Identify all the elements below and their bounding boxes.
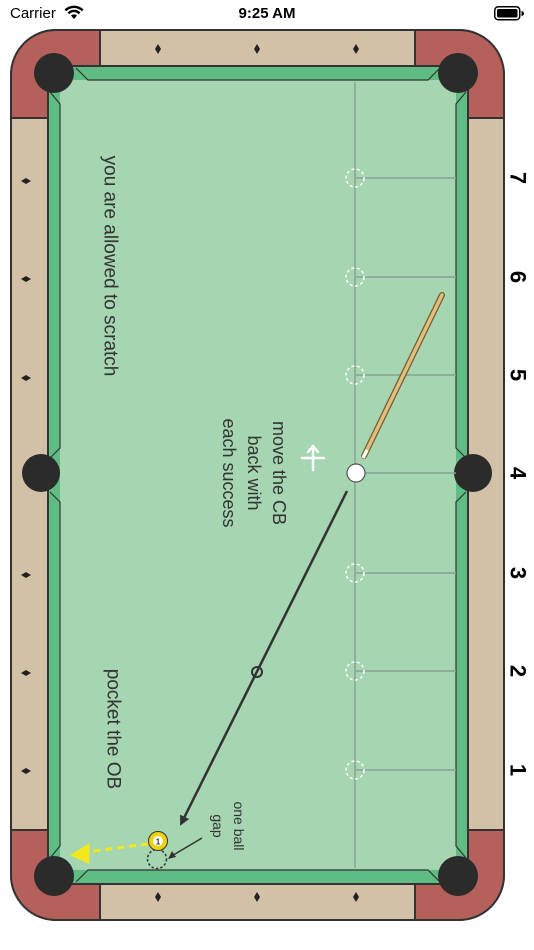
corner-cap-top-left	[10, 29, 101, 119]
object-ball-path-arrowhead	[70, 843, 90, 864]
scratch-note: you are allowed to scratch	[100, 156, 121, 377]
corner-cap-top-right	[414, 29, 505, 119]
move-back-arrow	[300, 444, 326, 472]
rail-number-5: 5	[506, 369, 531, 381]
rail-diamonds	[21, 44, 359, 902]
diamond-guide-lines	[355, 177, 456, 771]
battery-icon	[494, 6, 524, 26]
cue-ball-positions	[345, 168, 365, 780]
pocket-top-right	[438, 53, 478, 93]
cushion-edges	[49, 67, 467, 883]
object-ball-number-spot	[153, 836, 163, 846]
gap-pointer-line	[169, 837, 203, 858]
cue-stick	[361, 292, 445, 459]
ghost-ball	[146, 848, 168, 870]
rail-number-7: 7	[506, 172, 531, 184]
move-cb-line-2: back with	[244, 435, 264, 510]
rail-numbers: 7 6 5 4 3 2 1	[506, 172, 531, 776]
aim-line-arrow	[179, 490, 349, 826]
gap-pointer-arrowhead	[168, 851, 176, 859]
corner-cap-bottom-left	[10, 829, 101, 921]
object-ball-number: 1	[156, 838, 161, 847]
cue-ball[interactable]	[346, 463, 366, 483]
carrier-label: Carrier	[10, 5, 56, 22]
clock-label: 9:25 AM	[238, 5, 296, 22]
pockets	[22, 53, 492, 896]
rail-number-4: 4	[506, 467, 531, 480]
corner-cap-bottom-right	[414, 829, 505, 921]
status-bar: Carrier 9:25 AM	[0, 0, 534, 28]
aim-line-marker	[251, 666, 263, 678]
pocket-bottom-left	[34, 856, 74, 896]
rail-number-6: 6	[506, 271, 531, 283]
rail-number-2: 2	[506, 665, 531, 677]
move-cb-line-3: each success	[219, 418, 239, 527]
pocket-note: pocket the OB	[103, 669, 124, 789]
object-ball-path	[85, 842, 149, 854]
rail-number-1: 1	[506, 764, 531, 776]
move-cb-line-1: move the CB	[269, 421, 289, 525]
pocket-side-left	[22, 454, 60, 492]
rail-number-3: 3	[506, 567, 531, 579]
pocket-top-left	[34, 53, 74, 93]
pocket-bottom-right	[438, 856, 478, 896]
gap-label-line-1: one ball	[231, 801, 247, 850]
wifi-icon	[64, 5, 84, 25]
felt	[60, 80, 456, 870]
gap-label-line-2: gap	[210, 814, 226, 838]
pocket-side-right	[454, 454, 492, 492]
